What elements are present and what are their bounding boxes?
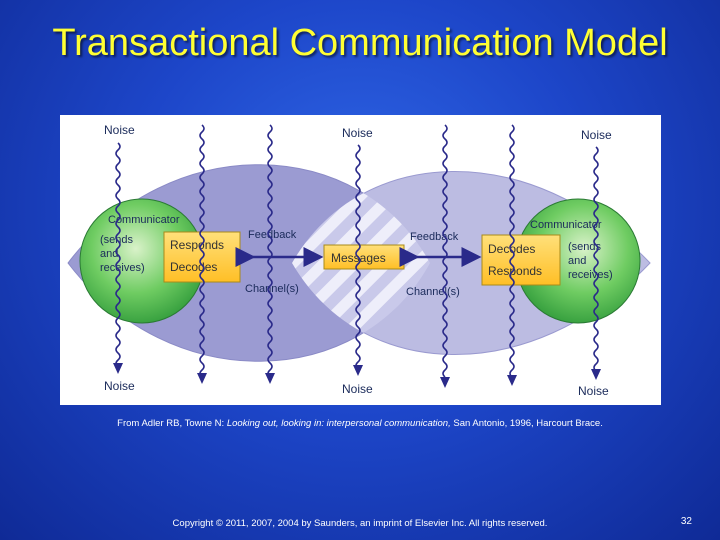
- noise-wave-line: [267, 124, 273, 378]
- noise-arrowhead: [440, 377, 450, 388]
- feedback-right-label: Feedback: [410, 231, 459, 243]
- noise-lines: [113, 124, 601, 388]
- right-decodes-responds-box: [481, 234, 561, 286]
- right-communicator-receives: receives): [568, 269, 613, 281]
- noise-arrowhead: [197, 373, 207, 384]
- figure-caption: From Adler RB, Towne N: Looking out, loo…: [0, 418, 720, 429]
- caption-suffix: San Antonio, 1996, Harcourt Brace.: [450, 418, 603, 429]
- transactional-model-diagram: Communicator (sends and receives) Commun…: [67, 123, 651, 398]
- noise-label-bottom-center: Noise: [342, 382, 373, 396]
- noise-arrowhead: [507, 375, 517, 386]
- feedback-left-label: Feedback: [248, 229, 297, 241]
- noise-arrowhead: [591, 369, 601, 380]
- right-communicator-title: Communicator: [530, 219, 602, 231]
- noise-label-bottom-left: Noise: [104, 379, 135, 393]
- right-communicator-and: and: [568, 255, 586, 267]
- noise-wave-line: [115, 142, 121, 368]
- noise-label-bottom-right: Noise: [578, 384, 609, 398]
- right-communicator-sends: (sends: [568, 241, 602, 253]
- noise-wave-line: [355, 144, 361, 370]
- messages-box: [323, 244, 405, 270]
- left-box-decodes: Decodes: [170, 260, 217, 274]
- noise-arrowhead: [353, 365, 363, 376]
- caption-prefix: From Adler RB, Towne N:: [117, 418, 227, 429]
- noise-wave-line: [199, 124, 205, 378]
- slide-title: Transactional Communication Model: [52, 22, 668, 64]
- left-box-responds: Responds: [170, 238, 224, 252]
- noise-label-top-center: Noise: [342, 126, 373, 140]
- noise-arrowhead: [113, 363, 123, 374]
- channel-right-label: Channel(s): [406, 286, 460, 298]
- noise-wave-line: [442, 124, 448, 378]
- left-communicator-receives: receives): [100, 262, 145, 274]
- right-box-responds: Responds: [488, 264, 542, 278]
- channel-left-label: Channel(s): [245, 283, 299, 295]
- left-communicator-and: and: [100, 248, 118, 260]
- right-box-decodes: Decodes: [488, 242, 535, 256]
- caption-title: Looking out, looking in: interpersonal c…: [226, 418, 451, 429]
- noise-wave-line: [509, 124, 515, 378]
- noise-label-top-right: Noise: [581, 128, 612, 142]
- noise-label-top-left: Noise: [104, 123, 135, 137]
- shared-field-overlap: [292, 171, 430, 355]
- noise-wave-line: [593, 146, 599, 372]
- left-communicator-title: Communicator: [108, 214, 180, 226]
- noise-arrowhead: [265, 373, 275, 384]
- copyright-footer: Copyright © 2011, 2007, 2004 by Saunders…: [172, 518, 548, 529]
- transactional-model-figure: Communicator (sends and receives) Commun…: [60, 115, 661, 405]
- page-number: 32: [680, 516, 692, 527]
